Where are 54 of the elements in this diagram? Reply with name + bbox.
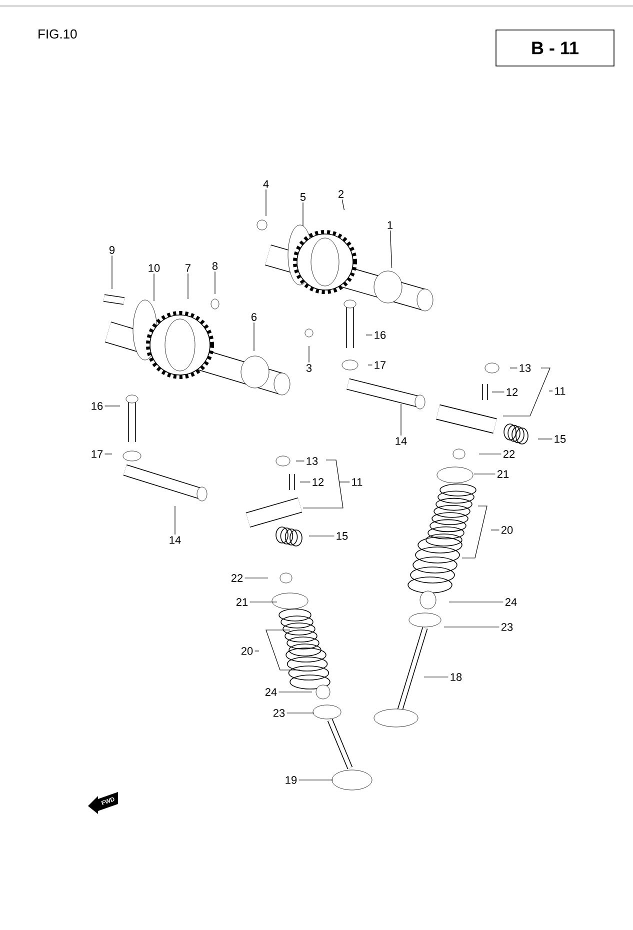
callout-number: 4 [263, 180, 269, 188]
figure-title: FIG.10 [38, 29, 77, 39]
callout-number: 6 [252, 313, 257, 321]
callout-number: 23 [273, 709, 285, 717]
leader-line [296, 460, 304, 462]
leader-line [286, 712, 314, 714]
callout-number: 5 [300, 193, 306, 201]
callout-number: 12 [506, 388, 518, 396]
callout-number: 13 [520, 364, 531, 372]
callout-number: 22 [503, 450, 515, 458]
leader-line [444, 626, 500, 628]
callout-number: 14 [396, 437, 407, 445]
callout-number: 12 [312, 478, 324, 486]
callout-number: 14 [170, 536, 181, 544]
leader-line [390, 230, 392, 268]
callout-number: 7 [186, 264, 190, 272]
callout-number: 15 [554, 435, 566, 443]
callout-number: 18 [450, 673, 462, 681]
callout-number: 16 [374, 331, 386, 339]
callout-number: 9 [109, 246, 115, 254]
callout-number: 17 [92, 450, 103, 458]
callout-number: 20 [241, 647, 253, 655]
leader-line [308, 346, 310, 363]
callout-number: 24 [265, 688, 277, 696]
leader-line [368, 364, 372, 366]
callout-number: 24 [505, 598, 517, 606]
callout-number: 19 [286, 776, 297, 784]
callout-number: 22 [231, 574, 243, 582]
page-tag-box: B - 11 [496, 30, 614, 66]
leader-line [538, 438, 552, 440]
leader-line [342, 199, 345, 210]
callout-number: 1 [388, 221, 393, 229]
callout-number: 17 [374, 361, 386, 369]
leader-line [400, 404, 402, 436]
callout-number: 21 [236, 598, 248, 606]
leader-line [424, 676, 448, 678]
callout-number: 20 [501, 526, 513, 534]
callout-number: 13 [306, 457, 318, 465]
callout-number: 3 [306, 364, 312, 372]
callout-number: 11 [555, 387, 566, 395]
callout-number: 2 [338, 190, 344, 198]
leader-line [174, 506, 176, 535]
leader-line [254, 650, 260, 652]
callout-number: 15 [336, 532, 348, 540]
callout-number: 10 [148, 264, 160, 272]
callout-number: 16 [92, 402, 103, 410]
callout-number: 8 [212, 262, 218, 270]
callout-number: 23 [501, 623, 513, 631]
callout-number: 21 [497, 470, 509, 478]
callout-number: 11 [352, 478, 362, 486]
leader-line [548, 390, 553, 392]
leader-line [302, 202, 304, 226]
leader-line [366, 334, 372, 336]
leader-line [214, 271, 216, 294]
